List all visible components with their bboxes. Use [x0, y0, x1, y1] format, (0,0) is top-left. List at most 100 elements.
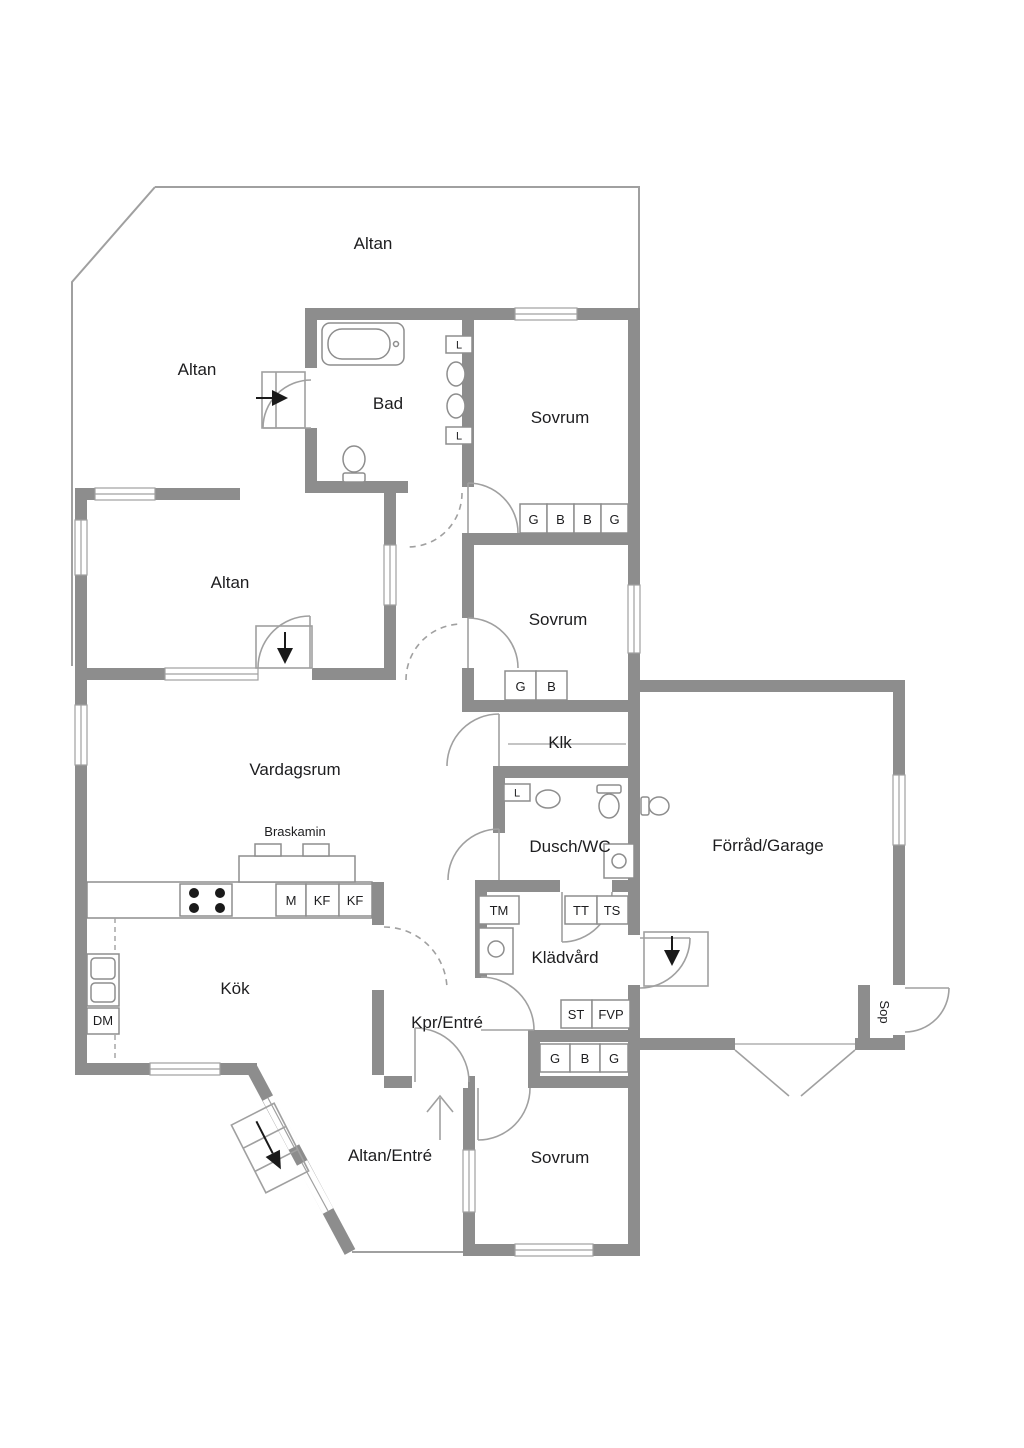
steps-altan-door — [255, 625, 313, 669]
room-label-kok: Kök — [220, 979, 250, 998]
closet-label: B — [547, 679, 556, 694]
room-label-sovrum-3: Sovrum — [531, 1148, 590, 1167]
wall — [628, 680, 905, 692]
window — [627, 584, 641, 654]
window — [74, 519, 88, 576]
shower-sink-icon — [603, 843, 635, 879]
appliance-box-kf1: KF — [305, 883, 340, 917]
wardrobe-row-sovrum2: G B — [504, 670, 568, 701]
closet-label: G — [515, 679, 525, 694]
closet-label: B — [556, 512, 565, 527]
opening-arc — [407, 492, 463, 548]
wall — [858, 985, 870, 1038]
sink-label: L — [456, 431, 462, 443]
appliance-box-kf2: KF — [338, 883, 373, 917]
room-label-bad: Bad — [373, 394, 403, 413]
door-swing — [467, 482, 519, 534]
room-labels: Altan Altan Bad Sovrum Altan Sovrum Klk … — [178, 234, 892, 1167]
closet-label: B — [581, 1051, 590, 1066]
room-label-kladvard: Klädvård — [531, 948, 598, 967]
windows — [74, 307, 906, 1257]
toilet-icon — [342, 445, 366, 483]
wall — [462, 668, 474, 712]
door-swing — [477, 1087, 531, 1141]
room-label-altan-upper-left: Altan — [178, 360, 217, 379]
appliance-label: TT — [573, 903, 589, 918]
room-label-sovrum-1: Sovrum — [531, 408, 590, 427]
wall — [628, 1050, 640, 1256]
window — [164, 667, 259, 681]
closet-label: G — [528, 512, 538, 527]
window — [94, 487, 156, 501]
wall — [75, 488, 87, 1075]
terrace-edge-left — [71, 186, 156, 666]
door-swing — [639, 937, 691, 989]
window — [514, 1243, 594, 1257]
walls — [75, 308, 905, 1256]
wall — [528, 1076, 640, 1088]
appliance-box-m: M — [275, 883, 307, 917]
appliance-label: M — [286, 893, 297, 908]
terrace-outlines — [71, 186, 640, 1253]
appliance-label: TS — [604, 903, 621, 918]
door-swing — [904, 987, 950, 1033]
room-label-vardagsrum: Vardagsrum — [249, 760, 340, 779]
wall — [628, 692, 640, 935]
sink-icon: L — [445, 335, 473, 387]
drying-cabinet-box: TS — [596, 895, 629, 925]
door-swing — [414, 1027, 470, 1083]
room-label-forrad-garage: Förråd/Garage — [712, 836, 824, 855]
sink-label: L — [456, 340, 462, 352]
door-gap — [412, 1076, 468, 1088]
door-swing — [480, 976, 535, 1031]
wall — [462, 533, 640, 545]
wall — [528, 1030, 640, 1042]
cleaning-box: ST — [560, 999, 593, 1029]
bathtub-icon — [321, 322, 405, 366]
window — [74, 704, 88, 766]
stove-icon — [179, 883, 233, 917]
washing-machine-box: TM — [478, 895, 520, 925]
toilet-icon — [596, 784, 622, 819]
heatpump-box: FVP — [591, 999, 631, 1029]
wall — [475, 880, 640, 892]
steps-bad-entrance — [256, 371, 306, 429]
wall — [462, 545, 474, 618]
wardrobe-row-hall: G B G — [539, 1043, 629, 1073]
wall — [305, 481, 408, 493]
appliance-label: TM — [490, 903, 509, 918]
room-label-altan-top: Altan — [354, 234, 393, 253]
room-label-sop: Sop — [877, 1000, 892, 1023]
room-label-dusch-wc: Dusch/WC — [529, 837, 610, 856]
terrace-edge-top — [155, 186, 640, 308]
appliance-label: DM — [93, 1013, 113, 1028]
sink-icon: L — [445, 393, 473, 445]
entrance-arrow — [426, 1094, 454, 1140]
room-label-klk: Klk — [548, 733, 572, 752]
wall — [493, 778, 505, 833]
window — [462, 1149, 476, 1213]
steps-arrows — [230, 371, 709, 1194]
room-label-braskamin: Braskamin — [264, 824, 325, 839]
room-label-sovrum-2: Sovrum — [529, 610, 588, 629]
wall — [528, 1042, 540, 1076]
window — [892, 774, 906, 846]
fireplace-icon — [238, 843, 356, 883]
closet-label: G — [550, 1051, 560, 1066]
window — [149, 1062, 221, 1076]
opening-arc — [405, 623, 463, 681]
utility-sink-icon — [478, 927, 514, 975]
door-gap — [372, 925, 384, 990]
room-label-altan-entre: Altan/Entré — [348, 1146, 432, 1165]
door-gaps — [258, 368, 905, 1088]
window — [383, 544, 397, 606]
room-label-kpr-entre: Kpr/Entré — [411, 1013, 483, 1032]
appliance-label: KF — [347, 893, 364, 908]
appliance-label: KF — [314, 893, 331, 908]
door-swing — [262, 379, 312, 429]
door-swing — [467, 617, 519, 669]
wall — [462, 308, 474, 487]
sink-label: L — [514, 788, 520, 800]
window-diagonal — [262, 1095, 334, 1214]
wall — [493, 766, 640, 778]
